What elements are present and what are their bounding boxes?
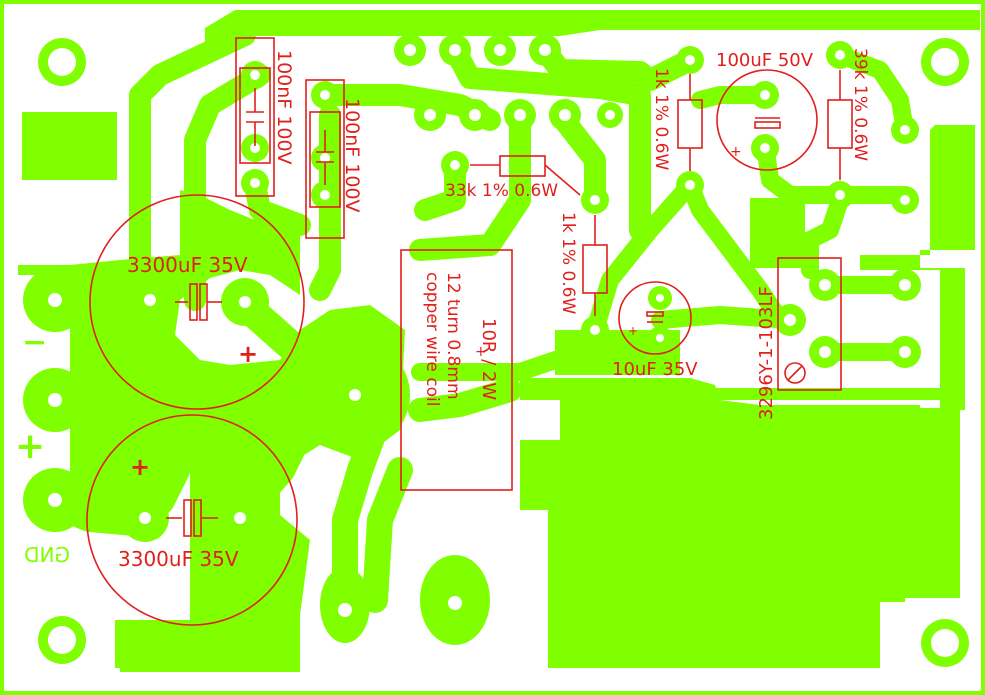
labels: 100nF 100V 100nF 100V 3300uF 35V 3300uF … <box>15 48 870 571</box>
cap-10uf-pad-b <box>648 326 672 350</box>
res-39k-pad-a <box>826 41 854 69</box>
top-row-pad-3 <box>484 34 516 66</box>
label-res-1k-top: 1k 1% 0.6W <box>651 68 671 170</box>
cap-3300-bottom-outline <box>86 414 298 626</box>
row2-pad-5 <box>597 102 623 128</box>
svg-text:+: + <box>475 344 487 360</box>
cap-100nf-b-body <box>309 111 341 208</box>
label-cap-3300-bottom: 3300uF 35V <box>118 547 239 571</box>
res-33k-pad-a <box>441 151 469 179</box>
trimmer-pad-2 <box>774 304 806 336</box>
terminal-gnd-pad <box>23 468 87 532</box>
plus-mark-top-cap: + <box>238 340 258 368</box>
coil-outline <box>400 249 513 491</box>
cap-10uf-pad-a <box>648 286 672 310</box>
mounting-hole-top-left <box>38 38 86 86</box>
cap-10uf-outline <box>618 281 692 355</box>
right-edge-pad-1 <box>889 269 921 301</box>
cap-100uf-outline <box>716 69 818 171</box>
cap-3300-top-pad-b <box>221 278 269 326</box>
label-cap-3300-top: 3300uF 35V <box>127 253 248 277</box>
cap-100nf-b-pad-2 <box>311 144 339 172</box>
cap-3300-bottom-pad-a <box>121 494 169 542</box>
cap-100nf-a-body <box>239 67 271 164</box>
label-res-33k: 33k 1% 0.6W <box>445 181 558 201</box>
row2-pad-4 <box>549 99 581 131</box>
right-edge-pad-2 <box>889 336 921 368</box>
copper-right-strip <box>520 388 960 400</box>
label-coil-line2: copper wire coil <box>422 272 442 406</box>
right-pad-1 <box>891 116 919 144</box>
label-cap-10uf: 10uF 35V <box>612 359 698 380</box>
copper-top-bus <box>205 10 980 48</box>
cap-100nf-b-outline <box>305 79 345 239</box>
copper-left-tab <box>22 112 117 180</box>
cap-3300-top-pad-a <box>126 276 174 324</box>
cap-100uf-pad-a <box>751 81 779 109</box>
label-gnd: GND <box>24 543 70 567</box>
trimmer-pad-3 <box>809 336 841 368</box>
cap-100nf-a-pad-2 <box>241 134 269 162</box>
label-cap-100nf-a: 100nF 100V <box>273 50 295 165</box>
trimmer-screw <box>784 362 806 384</box>
label-coil-line1: 12 turn 0.8mm <box>443 272 463 400</box>
pads <box>23 34 969 667</box>
cap-100nf-b-pad-1 <box>311 81 339 109</box>
res-39k-body <box>827 99 853 149</box>
res-39k-pad-b <box>826 181 854 209</box>
cap-100nf-a-pad-1 <box>241 61 269 89</box>
copper-right-upper <box>860 125 975 410</box>
svg-text:+: + <box>628 324 638 338</box>
row2-pad-1 <box>414 99 446 131</box>
cap-100uf-pad-b <box>751 134 779 162</box>
svg-text:+: + <box>730 144 742 160</box>
ground-icon <box>258 395 286 417</box>
label-trimmer: 3296Y-1-103LF <box>756 286 777 420</box>
terminal-minus-pad <box>23 268 87 332</box>
top-row-pad-4 <box>529 34 561 66</box>
trimmer-pad-1 <box>809 269 841 301</box>
label-coil-resistor: 10R / 2W <box>478 318 499 400</box>
res-1k-mid-pad-a <box>581 316 609 344</box>
label-res-1k-mid: 1k 1% 0.6W <box>558 212 578 314</box>
copper-bottom-slab <box>120 620 300 672</box>
copper-right-pour <box>520 378 960 668</box>
res-1k-top-pad-a <box>676 46 704 74</box>
res-1k-top-pad-b <box>676 171 704 199</box>
silkscreen: + + + + <box>86 37 853 626</box>
row2-pad-2 <box>459 99 491 131</box>
label-plus-terminal: + <box>15 426 45 467</box>
mounting-hole-top-right <box>921 38 969 86</box>
right-pad-2 <box>891 186 919 214</box>
label-res-39k: 39k 1% 0.6W <box>850 48 870 161</box>
cap-3300-bottom-pad-b <box>216 494 264 542</box>
copper-block-a <box>750 198 805 268</box>
center-hole <box>349 389 361 401</box>
res-33k-pad-b <box>581 186 609 214</box>
top-row-pad-2 <box>439 34 471 66</box>
top-row-pad-1 <box>394 34 426 66</box>
cap-100nf-b-pad-3 <box>311 181 339 209</box>
trimmer-outline <box>777 257 842 391</box>
row2-pad-3 <box>504 99 536 131</box>
label-cap-100uf: 100uF 50V <box>716 50 814 71</box>
cap-100nf-a-outline <box>235 37 275 197</box>
plus-mark-bottom-cap: + <box>130 453 150 481</box>
cap-3300-top-outline <box>89 194 305 410</box>
label-minus-terminal: − <box>22 325 47 360</box>
oval-pad-right-hole <box>448 596 462 610</box>
mounting-hole-bottom-left <box>38 616 86 664</box>
cap-100nf-a-pad-3 <box>241 169 269 197</box>
oval-pad-left-hole <box>338 603 352 617</box>
label-cap-100nf-b: 100nF 100V <box>341 98 363 213</box>
mounting-hole-bottom-right <box>921 619 969 667</box>
terminal-plus-pad <box>23 368 87 432</box>
